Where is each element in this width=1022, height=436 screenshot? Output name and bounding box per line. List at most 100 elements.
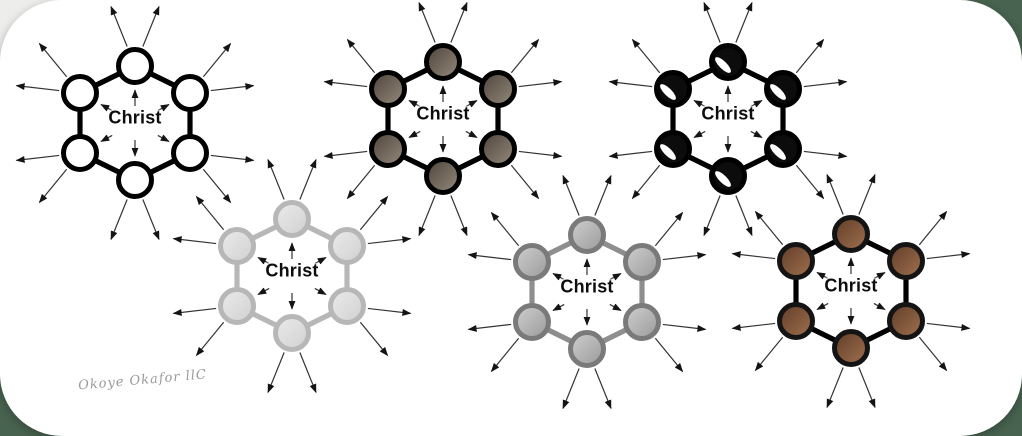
node-circle [764, 70, 802, 108]
outward-arrow [731, 322, 776, 331]
node-circle [764, 130, 802, 168]
center-arrow [100, 103, 113, 112]
node-circle [513, 243, 551, 281]
node-circle [218, 227, 256, 265]
outward-arrow [110, 199, 128, 241]
node-circle [273, 314, 311, 352]
center-arrow [750, 99, 763, 108]
outward-arrow [323, 150, 368, 159]
christ-label: Christ [108, 107, 162, 128]
outward-arrow [594, 368, 612, 410]
node-circle [424, 157, 462, 195]
outward-arrow [346, 38, 376, 74]
outward-arrow [15, 83, 60, 92]
node-circle [832, 215, 870, 253]
node-circle [568, 330, 606, 368]
outward-arrow [299, 158, 317, 200]
outward-arrow [518, 79, 563, 88]
node-highlight-crescent [715, 57, 731, 73]
christ-label: Christ [265, 260, 319, 281]
outward-arrow [490, 337, 520, 373]
outward-arrow [467, 252, 512, 261]
outward-arrow [323, 79, 368, 88]
center-arrow [693, 99, 706, 108]
outward-arrow [654, 211, 684, 247]
outward-arrow [418, 195, 436, 237]
outward-arrow [267, 352, 285, 394]
outward-arrow [918, 210, 948, 246]
outward-arrow [803, 79, 848, 88]
outward-arrow [926, 322, 971, 331]
node-circle [777, 242, 815, 280]
center-arrow [408, 130, 421, 139]
node-circle [623, 243, 661, 281]
node-circle [479, 70, 517, 108]
outward-arrow [38, 42, 68, 78]
hexagon-group-dark-taupe-ring [323, 1, 563, 237]
outward-arrow [510, 38, 540, 74]
node-circle [273, 200, 311, 238]
christ-label: Christ [560, 276, 614, 297]
node-circle [887, 242, 925, 280]
node-highlight-crescent [715, 171, 731, 187]
center-arrow [100, 134, 113, 143]
outward-arrow [703, 195, 721, 237]
center-arrow [465, 99, 478, 108]
center-arrow [552, 303, 565, 312]
outward-arrow [467, 323, 512, 332]
node-circle [369, 70, 407, 108]
outward-arrow [346, 164, 376, 200]
center-arrow [157, 103, 170, 112]
outward-arrow [735, 1, 753, 43]
outward-arrow [210, 154, 255, 163]
outward-arrow [562, 368, 580, 410]
node-highlight-crescent [770, 84, 786, 100]
outward-arrow [450, 1, 468, 43]
node-circle [568, 216, 606, 254]
node-circle [479, 130, 517, 168]
outward-arrow [15, 154, 60, 163]
hexagon-group-white-outline-ring [15, 5, 255, 241]
outward-arrow [450, 195, 468, 237]
outward-arrow [210, 83, 255, 92]
outward-arrow [662, 252, 707, 261]
outward-arrow [795, 164, 825, 200]
node-circle [369, 130, 407, 168]
node-circle [61, 74, 99, 112]
outward-arrow [735, 195, 753, 237]
node-circle [171, 74, 209, 112]
node-circle [424, 43, 462, 81]
outward-arrow [38, 168, 68, 204]
node-circle [709, 43, 747, 81]
outward-arrow [631, 38, 661, 74]
outward-arrow [110, 5, 128, 47]
center-arrow [257, 287, 270, 296]
outward-arrow [142, 5, 160, 47]
node-circle [832, 329, 870, 367]
outward-arrow [754, 210, 784, 246]
center-arrow [314, 256, 327, 265]
center-arrow [693, 130, 706, 139]
outward-arrow [202, 42, 232, 78]
node-highlight-crescent [770, 144, 786, 160]
center-arrow [157, 134, 170, 143]
outward-arrow [662, 323, 707, 332]
christ-label: Christ [701, 103, 755, 124]
outward-arrow [608, 79, 653, 88]
outward-arrow [367, 307, 412, 316]
hexagon-group-black-moon-ring [608, 1, 848, 237]
outward-arrow [172, 307, 217, 316]
christ-label: Christ [416, 103, 470, 124]
center-arrow [552, 272, 565, 281]
outward-arrow [826, 367, 844, 409]
node-highlight-crescent [660, 144, 676, 160]
center-arrow [816, 271, 829, 280]
node-circle [171, 134, 209, 172]
outward-arrow [518, 150, 563, 159]
center-arrow [314, 287, 327, 296]
outward-arrow [359, 195, 389, 231]
outward-arrow [826, 173, 844, 215]
node-circle [116, 47, 154, 85]
hexagon-group-brown-ring [731, 173, 971, 409]
center-arrow [609, 303, 622, 312]
